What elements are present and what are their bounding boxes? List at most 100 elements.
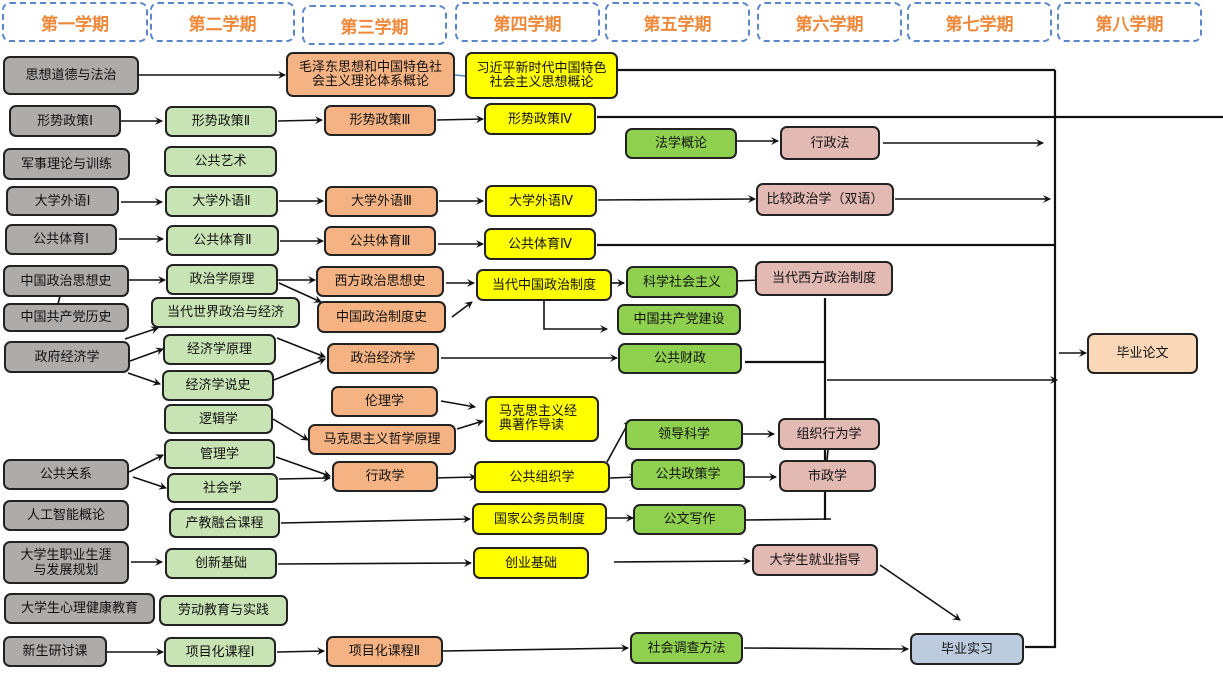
arrow-zhexue-jingdian xyxy=(456,419,484,430)
course-makesi-zhexue[interactable]: 马克思主义哲学原理 xyxy=(308,424,456,455)
course-xifang-zhidu[interactable]: 当代西方政治制度 xyxy=(755,261,893,296)
course-sixiang-daode[interactable]: 思想道德与法治 xyxy=(3,56,139,95)
course-xigai[interactable]: 习近平新时代中国特色社会主义思想概论 xyxy=(465,52,618,99)
course-guanli[interactable]: 管理学 xyxy=(164,439,275,469)
course-gongwuyuan[interactable]: 国家公务员制度 xyxy=(472,503,607,535)
course-zhiye-guihua[interactable]: 大学生职业生涯与发展规划 xyxy=(3,541,129,584)
course-faxue[interactable]: 法学概论 xyxy=(625,128,737,159)
course-waiyu-1[interactable]: 大学外语Ⅰ xyxy=(6,186,119,216)
course-tiyu-4[interactable]: 公共体育Ⅳ xyxy=(484,228,596,260)
course-yishu[interactable]: 公共艺术 xyxy=(164,146,277,177)
course-gonggong-zuzhi[interactable]: 公共组织学 xyxy=(474,461,610,493)
course-zz-jingji[interactable]: 政治经济学 xyxy=(327,343,439,374)
course-tiyu-3[interactable]: 公共体育Ⅲ xyxy=(324,226,436,256)
course-chuangxin[interactable]: 创新基础 xyxy=(165,548,277,579)
course-xingshi-4[interactable]: 形势政策Ⅳ xyxy=(484,103,596,135)
arrow-chanjiao-gongwuyuan xyxy=(280,515,471,524)
course-dangshi[interactable]: 中国共产党历史 xyxy=(3,303,129,332)
arrow-xiangmu2-diaocha xyxy=(442,644,629,653)
course-makesi-jingdian[interactable]: 马克思主义经典著作导读 xyxy=(485,396,599,442)
arrow-shehui-xingzheng xyxy=(278,474,331,483)
semester-7-header: 第七学期 xyxy=(907,2,1052,42)
arrow-lunli-jingdian xyxy=(440,400,476,410)
course-zzx-yuanli[interactable]: 政治学原理 xyxy=(166,264,278,295)
course-xiangmu-2[interactable]: 项目化课程Ⅱ xyxy=(326,636,443,667)
arrow-jjyuanli-zzjingji xyxy=(276,337,326,359)
course-dangdai-zhidu[interactable]: 当代中国政治制度 xyxy=(476,269,612,301)
course-dangjian[interactable]: 中国共产党建设 xyxy=(617,304,741,335)
course-lunli[interactable]: 伦理学 xyxy=(331,386,438,417)
line-zuzhixingwei-shizheng xyxy=(826,449,829,461)
arrow-dangdai-dangjian xyxy=(543,299,608,333)
course-gongwen[interactable]: 公文写作 xyxy=(633,504,746,535)
arrow-zhengfujingji-shuoshi xyxy=(127,372,161,386)
course-diaocha[interactable]: 社会调查方法 xyxy=(630,632,743,664)
line-maogai-to-xigai xyxy=(454,74,466,77)
course-xifang-sixiang[interactable]: 西方政治思想史 xyxy=(316,266,444,297)
course-zhengfu-jingji[interactable]: 政府经济学 xyxy=(4,341,130,373)
arrow-shuoshi-zzjingji xyxy=(273,357,326,381)
course-chuangye[interactable]: 创业基础 xyxy=(473,547,589,579)
semester-2-header: 第二学期 xyxy=(150,2,295,42)
course-jjx-shuoshi[interactable]: 经济学说史 xyxy=(162,370,274,401)
arrow-xiangmu1-2 xyxy=(276,647,325,656)
course-laodong[interactable]: 劳动教育与实践 xyxy=(159,595,288,626)
course-xingzhengfa[interactable]: 行政法 xyxy=(780,126,880,160)
course-shizheng[interactable]: 市政学 xyxy=(779,460,876,492)
course-waiyu-3[interactable]: 大学外语Ⅲ xyxy=(325,186,438,217)
semester-4-header: 第四学期 xyxy=(455,2,600,42)
course-zhengce[interactable]: 公共政策学 xyxy=(631,459,745,490)
course-lunwen[interactable]: 毕业论文 xyxy=(1087,333,1198,374)
course-waiyu-2[interactable]: 大学外语Ⅱ xyxy=(165,186,278,217)
arrow-zhengfujingji-shijie xyxy=(124,326,159,340)
course-junshi[interactable]: 军事理论与训练 xyxy=(3,148,130,180)
arrow-xingshi2-3 xyxy=(277,116,323,125)
course-zz-zhidushi[interactable]: 中国政治制度史 xyxy=(317,301,446,333)
course-jjx-yuanli[interactable]: 经济学原理 xyxy=(163,334,276,365)
semester-6-header: 第六学期 xyxy=(757,2,902,42)
course-gonggong-guanxi[interactable]: 公共关系 xyxy=(3,459,129,490)
course-shixi[interactable]: 毕业实习 xyxy=(910,633,1024,665)
course-rengong-zhineng[interactable]: 人工智能概论 xyxy=(3,500,129,531)
course-kexue-shehui[interactable]: 科学社会主义 xyxy=(626,266,738,298)
course-maogai[interactable]: 毛泽东思想和中国特色社会主义理论体系概论 xyxy=(286,52,455,97)
course-shijie-zz[interactable]: 当代世界政治与经济 xyxy=(151,297,300,328)
course-caizheng[interactable]: 公共财政 xyxy=(618,343,742,374)
arrow-zhengfujingji-yuanli xyxy=(129,347,164,362)
course-waiyu-4[interactable]: 大学外语Ⅳ xyxy=(485,185,597,217)
arrow-xingshi3-4 xyxy=(436,115,484,124)
course-xingshi-2[interactable]: 形势政策Ⅱ xyxy=(165,106,277,137)
semester-5-header: 第五学期 xyxy=(605,2,750,42)
course-lingdao[interactable]: 领导科学 xyxy=(625,419,743,450)
arrow-chuangxin-chuangye xyxy=(277,559,472,568)
course-xinsheng[interactable]: 新生研讨课 xyxy=(3,636,107,667)
course-zz-sixiangshi[interactable]: 中国政治思想史 xyxy=(3,265,129,297)
line-zzsixiangshi-dangshi xyxy=(57,295,61,305)
arrow-xingzheng-zuzhi xyxy=(432,473,477,482)
arrow-guanli-xingzheng xyxy=(275,456,331,478)
course-chanjiao[interactable]: 产教融合课程 xyxy=(169,508,280,538)
arrow-waiyu4-bijiao xyxy=(597,195,756,204)
course-xingzheng[interactable]: 行政学 xyxy=(332,461,438,492)
arrow-gongguan-guanli xyxy=(128,454,164,473)
course-xingshi-3[interactable]: 形势政策Ⅲ xyxy=(324,105,436,136)
line-shixi-bus xyxy=(1025,70,1057,649)
course-jiuye[interactable]: 大学生就业指导 xyxy=(752,544,878,576)
course-shehui[interactable]: 社会学 xyxy=(167,473,278,503)
line-gongwen-bus xyxy=(745,518,832,521)
course-xingshi-1[interactable]: 形势政策Ⅰ xyxy=(9,105,121,137)
arrow-zhidushi-dangdai xyxy=(451,301,473,318)
course-tiyu-2[interactable]: 公共体育Ⅱ xyxy=(166,225,279,256)
course-luoji[interactable]: 逻辑学 xyxy=(164,404,273,434)
course-tiyu-1[interactable]: 公共体育Ⅰ xyxy=(5,224,117,255)
course-zuzhi-xingwei[interactable]: 组织行为学 xyxy=(778,418,880,450)
course-xiangmu-1[interactable]: 项目化课程Ⅰ xyxy=(164,637,276,667)
arrow-jiuye-shixi xyxy=(879,564,961,621)
arrow-gongguan-shehui xyxy=(132,476,167,490)
semester-1-header: 第一学期 xyxy=(2,2,148,42)
course-bijiao[interactable]: 比较政治学（双语） xyxy=(756,183,894,216)
arrow-luoji-zhexue xyxy=(272,418,309,441)
arrow-diaocha-shixi xyxy=(743,644,909,653)
course-xinli[interactable]: 大学生心理健康教育 xyxy=(4,593,155,624)
